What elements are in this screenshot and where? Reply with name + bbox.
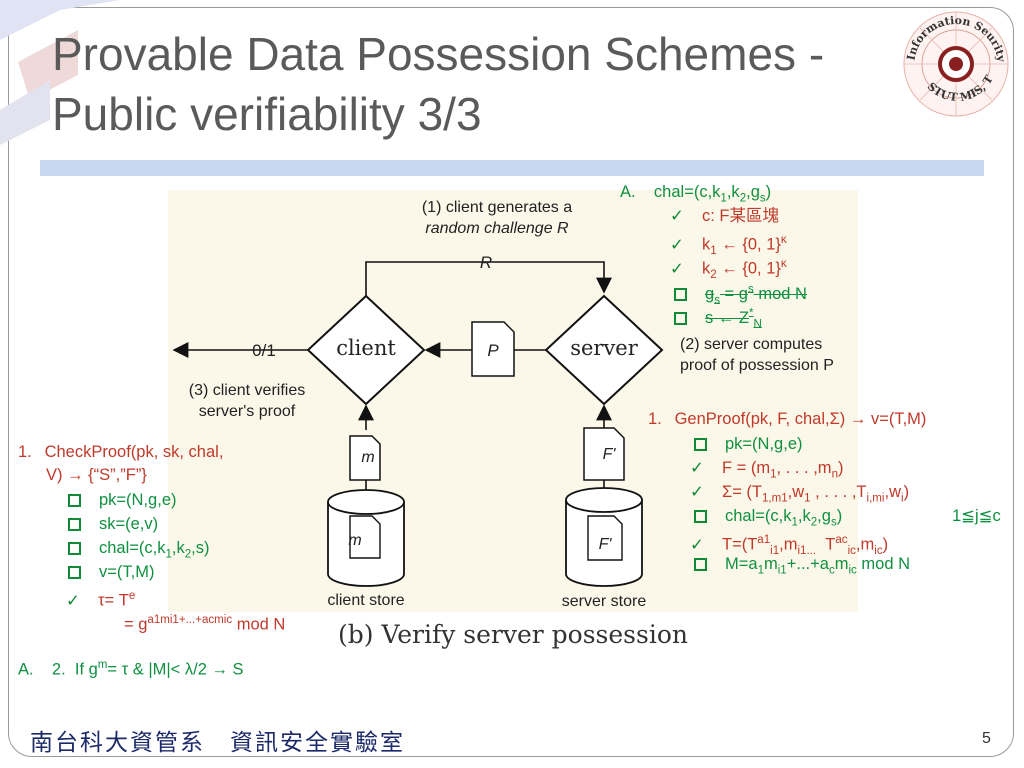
checkproof-sk-text: sk=(e,v) xyxy=(99,515,159,533)
square-bullet-icon xyxy=(694,438,707,452)
checkproof-item-tau: ✓τ= Te xyxy=(66,585,135,612)
chal-item-k1: ✓k1 ← {0, 1}κ xyxy=(670,234,787,257)
chal-item-s: s ← Z*N xyxy=(674,302,762,335)
genproof-item-M: M=a1mi1+...+acmic mod N xyxy=(694,553,910,582)
checkproof-heading-2: V) → {“S”,”F”} xyxy=(46,466,147,484)
check-icon: ✓ xyxy=(670,207,684,225)
checkproof-item-pk: pk=(N,g,e) xyxy=(68,489,177,512)
checkproof-heading-1: 1. CheckProof(pk, sk, chal, xyxy=(18,443,224,461)
square-bullet-icon xyxy=(68,518,81,532)
check-icon: ✓ xyxy=(690,459,704,477)
check-icon: ✓ xyxy=(66,591,80,610)
square-bullet-icon xyxy=(674,311,687,325)
slide-frame xyxy=(8,7,1014,757)
server-store-label: server store xyxy=(561,593,647,610)
step3-line-1: (3) client verifies xyxy=(188,382,306,399)
lab-logo: Information Seurity Lab. STUT MIS, Taiwa… xyxy=(898,6,1009,117)
proof-document xyxy=(471,321,515,377)
output-label: 0/1 xyxy=(252,341,276,360)
check-icon: ✓ xyxy=(690,535,704,554)
square-bullet-icon xyxy=(694,558,707,572)
protocol-diagram xyxy=(172,261,664,587)
slide-title: Provable Data Possession Schemes - Publi… xyxy=(52,24,992,144)
server-label: server xyxy=(570,336,638,360)
doc-F-store-label: F' xyxy=(598,536,612,553)
genproof-item-chal: chal=(c,k1,k2,gs) xyxy=(694,505,842,534)
genproof-pk-text: pk=(N,g,e) xyxy=(725,435,803,453)
checkproof-item-sk: sk=(e,v) xyxy=(68,513,158,536)
client-store-cylinder xyxy=(327,489,405,587)
square-bullet-icon xyxy=(694,510,707,524)
doc-m-store-label: m xyxy=(348,532,362,549)
genproof-range-note: 1≦j≦c xyxy=(952,507,1001,525)
step3-label: (3) client verifies server's proof xyxy=(172,380,322,422)
chal-item-k2: ✓k2 ← {0, 1}κ xyxy=(670,258,787,281)
message-document xyxy=(349,435,381,481)
step1-label: (1) client generates a random challenge … xyxy=(402,197,592,239)
chal-heading: A. chal=(c,k1,k2,gs) xyxy=(620,183,772,205)
challenge-arrow xyxy=(365,261,612,298)
genproof-heading: 1. GenProof(pk, F, chal,Σ) → v=(T,M) xyxy=(648,410,927,428)
checkproof-v-text: v=(T,M) xyxy=(99,563,155,581)
title-underline-bar xyxy=(40,160,984,176)
genproof-item-T: ✓T=(Ta1i1,mi1... Tacic,mic) xyxy=(690,534,889,557)
check-icon: ✓ xyxy=(670,259,684,278)
server-diamond xyxy=(544,294,664,406)
square-bullet-icon xyxy=(68,566,81,580)
check-icon: ✓ xyxy=(670,235,684,254)
doc-F-label: F' xyxy=(602,446,616,463)
square-bullet-icon xyxy=(68,542,81,556)
client-label: client xyxy=(336,336,396,360)
file-document xyxy=(583,427,625,481)
check-icon: ✓ xyxy=(690,483,704,501)
checkproof-tau-eq: = ga1mi1+...+acmic mod N xyxy=(124,614,286,634)
genproof-item-F: ✓F = (m1, . . . ,mn) xyxy=(690,459,844,481)
checkproof-pk-text: pk=(N,g,e) xyxy=(99,491,177,509)
title-line-1: Provable Data Possession Schemes - xyxy=(52,28,825,80)
checkproof-item-v: v=(T,M) xyxy=(68,561,154,584)
corner-decoration xyxy=(0,0,120,145)
checkproof-item-chal: chal=(c,k1,k2,s) xyxy=(68,537,210,566)
chal-item-gs: gs = gs mod N xyxy=(674,278,807,311)
genproof-item-sigma: ✓Σ= (T1,m1,w1 , . . . ,Ti,mi,wi) xyxy=(690,483,910,505)
client-diamond xyxy=(306,294,426,406)
final-verify-line: A. 2. If gm= τ & |M|< λ/2 → S xyxy=(18,659,244,679)
chal-item-c: ✓c: F某區塊 xyxy=(670,205,779,228)
step1-line-2: random challenge R xyxy=(425,220,569,237)
challenge-R-label: R xyxy=(479,253,493,272)
step3-line-2: server's proof xyxy=(198,403,296,420)
client-store-label: client store xyxy=(327,592,405,609)
square-bullet-icon xyxy=(68,494,81,508)
step2-label: (2) server computes proof of possession … xyxy=(680,334,860,376)
genproof-item-pk: pk=(N,g,e) xyxy=(694,433,803,456)
step1-line-1: (1) client generates a xyxy=(421,199,573,216)
step2-line-1: (2) server computes xyxy=(680,336,823,353)
page-number: 5 xyxy=(982,730,991,747)
figure-background xyxy=(168,190,858,612)
doc-m-label: m xyxy=(361,449,375,466)
figure-caption: (b) Verify server possession xyxy=(338,620,688,649)
title-line-2: Public verifiability 3/3 xyxy=(52,88,482,140)
square-bullet-icon xyxy=(674,287,687,301)
footer-lab-name: 南台科大資管系 資訊安全實驗室 xyxy=(30,730,405,756)
step2-line-2: proof of possession P xyxy=(680,357,834,374)
proof-P-label: P xyxy=(487,341,499,360)
server-store-cylinder xyxy=(565,487,643,587)
